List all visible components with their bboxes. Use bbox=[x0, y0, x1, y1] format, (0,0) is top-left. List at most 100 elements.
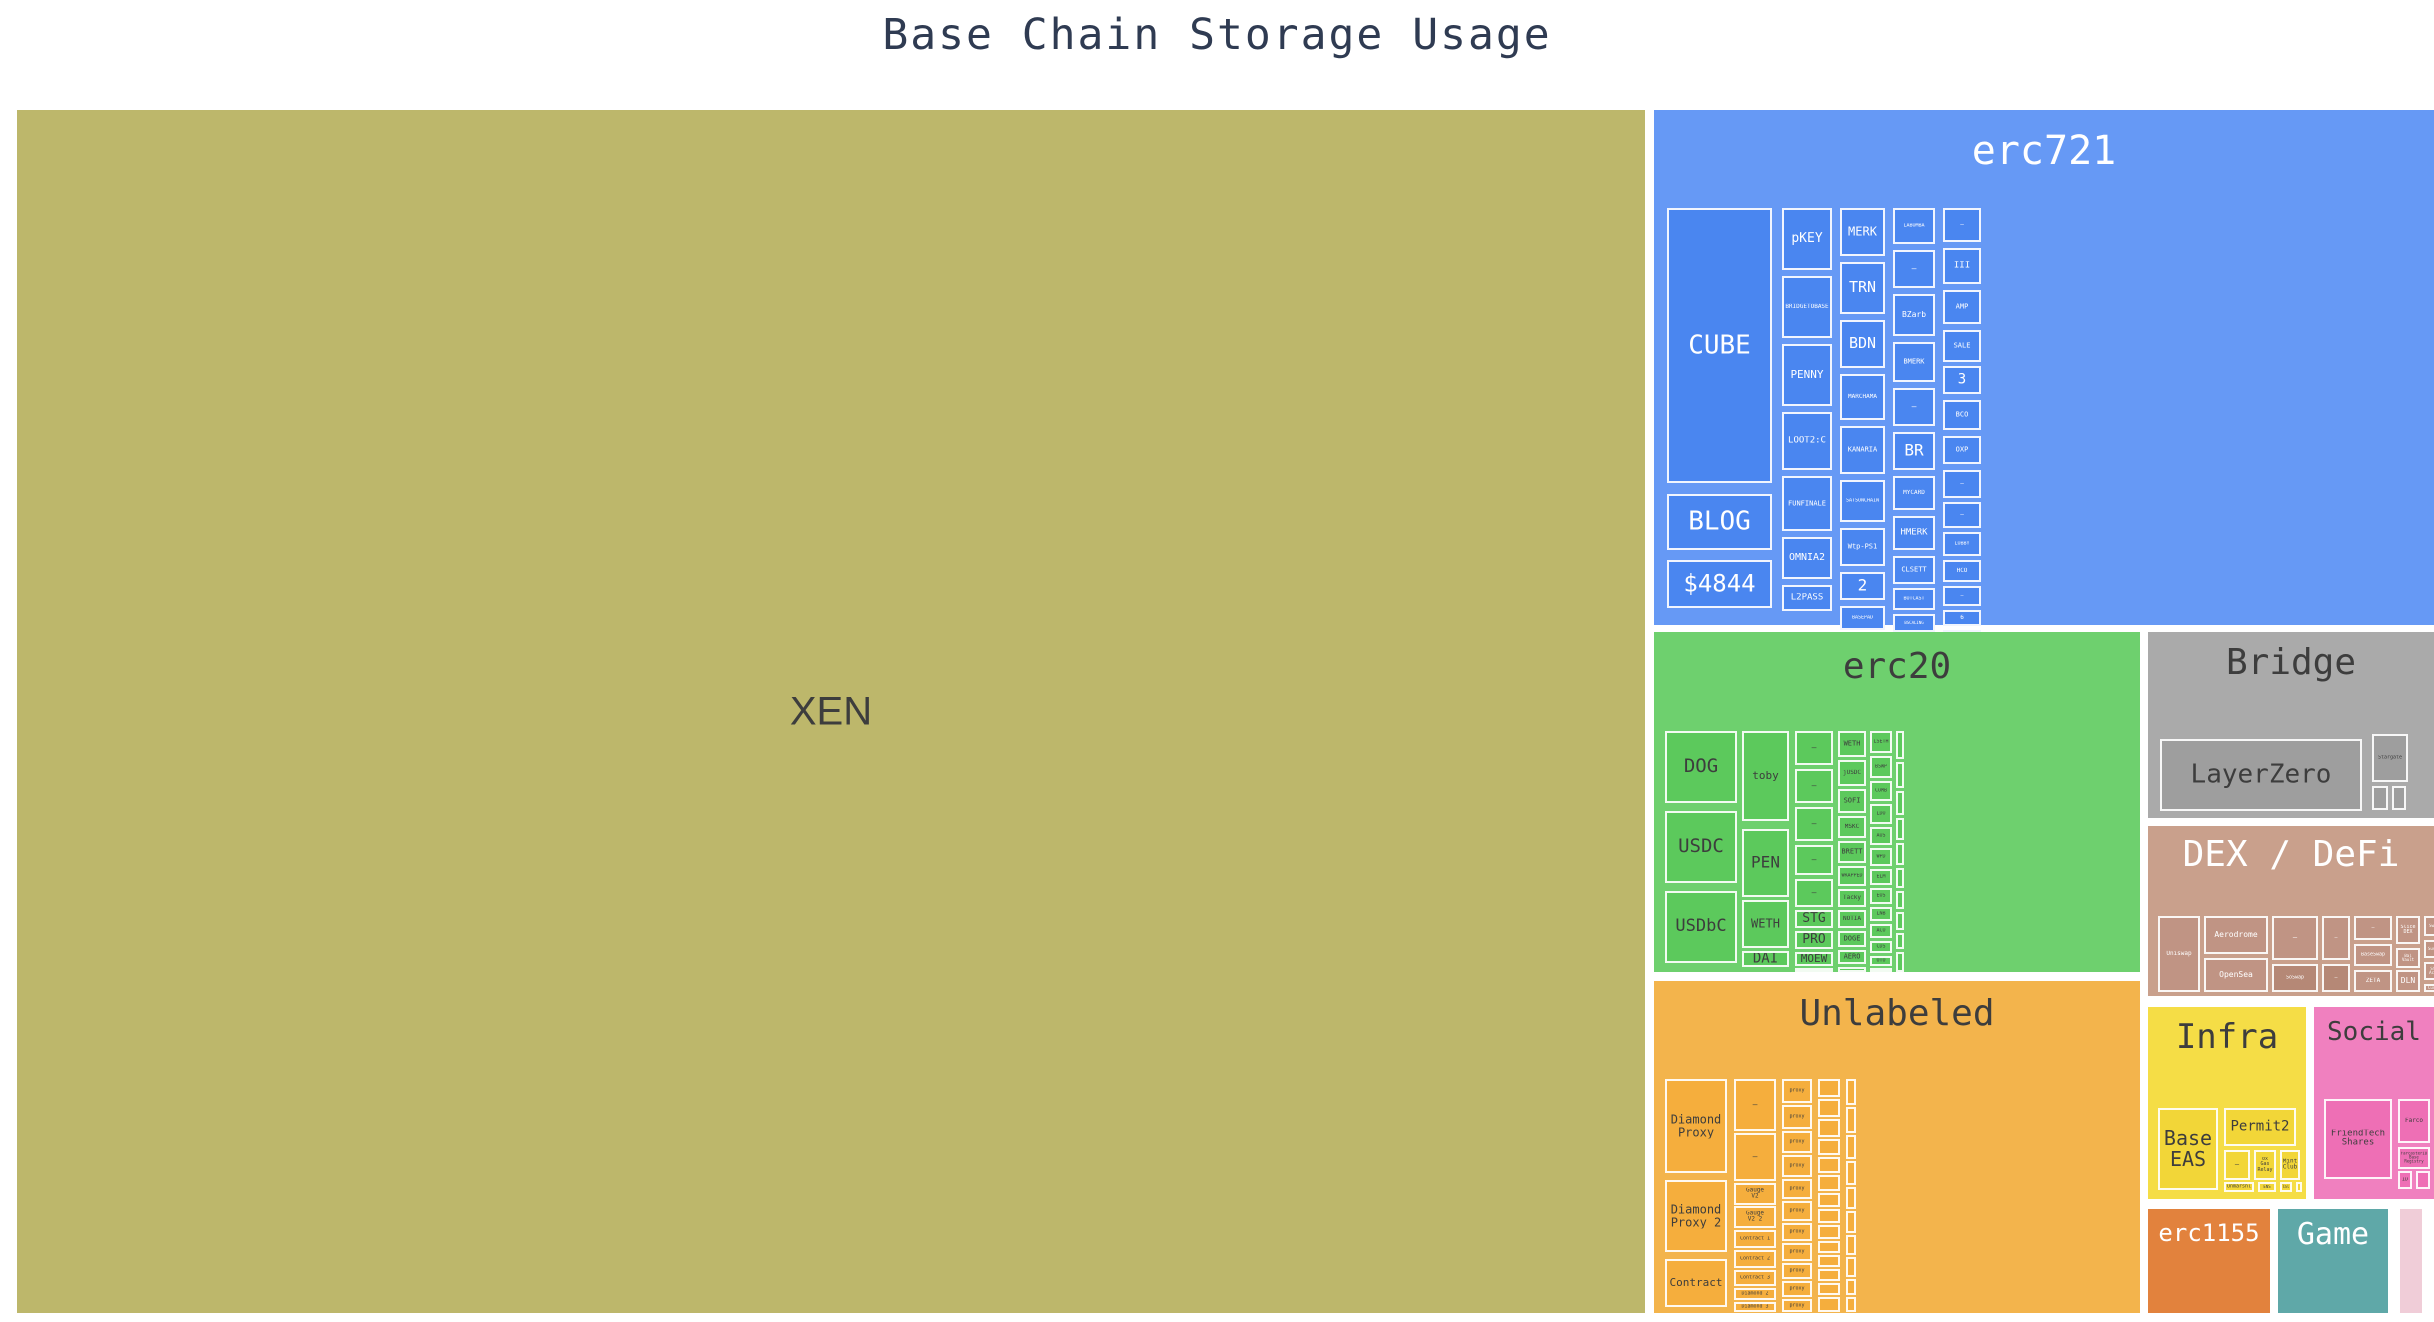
treemap-tile-erc721-block[interactable]: — bbox=[1943, 502, 1981, 528]
treemap-tile-unlabeled-proxy[interactable]: proxy bbox=[1782, 1243, 1812, 1261]
treemap-tile-infra-ens[interactable]: ENS bbox=[2258, 1182, 2276, 1192]
treemap-tile-erc20-sofi[interactable]: SOFI bbox=[1838, 789, 1866, 813]
treemap-tile-erc721-bdn[interactable]: BDN bbox=[1840, 320, 1885, 368]
treemap-tile-erc20-wpd[interactable]: WPD bbox=[1870, 848, 1892, 866]
treemap-tile-unlabeled-diamond-3[interactable]: Diamond 3 bbox=[1734, 1302, 1776, 1312]
treemap-tile-infra-unmarshl[interactable]: Unmarshl bbox=[2224, 1182, 2254, 1192]
treemap-tile-erc721-satsonchain[interactable]: SATSONCHAIN bbox=[1840, 480, 1885, 522]
treemap-tile-unlabeled-37[interactable] bbox=[1846, 1079, 1856, 1105]
treemap-tile-erc20-44[interactable] bbox=[1896, 843, 1904, 865]
treemap-group-erc1155[interactable]: erc1155 bbox=[2148, 1209, 2270, 1313]
treemap-tile-social-4[interactable] bbox=[2416, 1171, 2430, 1189]
treemap-tile-unlabeled-proxy[interactable]: proxy bbox=[1782, 1263, 1812, 1279]
treemap-tile-dex-defi-baseswap[interactable]: BaseSwap bbox=[2354, 944, 2392, 966]
treemap-tile-erc20-48[interactable] bbox=[1896, 933, 1904, 949]
treemap-tile-erc20-yomi[interactable] bbox=[1838, 967, 1866, 972]
treemap-tile-erc20-jusdc[interactable]: jUSDC bbox=[1838, 760, 1866, 786]
treemap-tile-unlabeled-diamond-proxy-2[interactable]: Diamond Proxy 2 bbox=[1665, 1180, 1727, 1252]
treemap-tile-unlabeled-25[interactable] bbox=[1818, 1119, 1840, 1137]
treemap-tile-dex-defi-block[interactable]: — bbox=[2272, 916, 2318, 960]
treemap-tile-erc721-omnia2[interactable]: OMNIA2 bbox=[1782, 537, 1832, 579]
treemap-tile-bridge-stargate[interactable]: Stargate bbox=[2372, 734, 2408, 782]
treemap-tile-unlabeled-28[interactable] bbox=[1818, 1175, 1840, 1191]
treemap-tile-unlabeled-contract-1[interactable]: Contract 1 bbox=[1734, 1230, 1776, 1248]
treemap-group-game[interactable]: Game bbox=[2278, 1209, 2388, 1313]
treemap-tile-erc20-mskc[interactable]: MSKC bbox=[1838, 816, 1866, 838]
treemap-tile-unlabeled-proxy[interactable]: proxy bbox=[1782, 1299, 1812, 1312]
treemap-tile-unlabeled-46[interactable] bbox=[1846, 1297, 1856, 1312]
treemap-tile-erc20-usdc[interactable]: USDC bbox=[1665, 811, 1737, 883]
treemap-tile-erc721-pkey[interactable]: pKEY bbox=[1782, 208, 1832, 270]
treemap-tile-bridge-3[interactable] bbox=[2392, 786, 2406, 810]
treemap-tile-dex-defi-opensea[interactable]: OpenSea bbox=[2204, 958, 2268, 992]
treemap-tile-erc20-45[interactable] bbox=[1896, 868, 1904, 888]
treemap-tile-erc20-moew[interactable]: MOEW bbox=[1795, 952, 1833, 966]
treemap-tile-erc20-pro[interactable]: PRO bbox=[1795, 931, 1833, 949]
treemap-tile-unlabeled-34[interactable] bbox=[1818, 1269, 1840, 1281]
treemap-tile-erc721-2[interactable]: 2 bbox=[1840, 572, 1885, 600]
treemap-tile-dex-defi-bal-vault[interactable]: Bal Vault bbox=[2396, 948, 2420, 968]
treemap-tile-erc20-stg[interactable]: STG bbox=[1795, 910, 1833, 928]
treemap-tile-unlabeled-23[interactable] bbox=[1818, 1079, 1840, 1097]
treemap-tile-social-id[interactable]: ID bbox=[2398, 1171, 2412, 1189]
treemap-tile-erc721-6[interactable]: 6 bbox=[1943, 610, 1981, 626]
treemap-tile-infra-permit2[interactable]: Permit2 bbox=[2224, 1108, 2296, 1146]
treemap-tile-unlabeled-32[interactable] bbox=[1818, 1241, 1840, 1253]
treemap-group-other[interactable] bbox=[2400, 1209, 2422, 1313]
treemap-tile-unlabeled-gauge-v2-2[interactable]: Gauge V2 2 bbox=[1734, 1206, 1776, 1228]
treemap-tile-erc721-block[interactable]: — bbox=[1943, 586, 1981, 606]
treemap-tile-dex-defi-zeta[interactable]: ZETA bbox=[2354, 970, 2392, 992]
treemap-tile-social-farcasterid-base-registry[interactable]: FarcasterID Base Registry bbox=[2398, 1147, 2430, 1169]
treemap-tile-unlabeled-block[interactable]: — bbox=[1734, 1133, 1776, 1181]
treemap-tile-unlabeled-35[interactable] bbox=[1818, 1283, 1840, 1295]
treemap-tile-bridge-layerzero[interactable]: LayerZero bbox=[2160, 739, 2362, 811]
treemap-tile-unlabeled-proxy[interactable]: proxy bbox=[1782, 1223, 1812, 1241]
treemap-tile-dex-defi-soswap[interactable]: SoSwap bbox=[2272, 964, 2318, 992]
treemap-tile-erc721-hmerk[interactable]: HMERK bbox=[1893, 516, 1935, 550]
treemap-tile-erc20-40[interactable] bbox=[1896, 731, 1904, 759]
treemap-tile-erc721-merk[interactable]: MERK bbox=[1840, 208, 1885, 256]
treemap-tile-erc721-wtp-ps1[interactable]: Wtp-PS1 bbox=[1840, 528, 1885, 566]
treemap-tile-erc721-bmerk[interactable]: BMERK bbox=[1893, 342, 1935, 382]
treemap-tile-unlabeled-36[interactable] bbox=[1818, 1297, 1840, 1312]
treemap-tile-erc20-pen[interactable]: PEN bbox=[1742, 829, 1789, 897]
treemap-tile-dex-defi-syn-acro[interactable]: SYN Acro bbox=[2424, 962, 2434, 980]
treemap-tile-erc721-blog[interactable]: BLOG bbox=[1667, 494, 1772, 550]
treemap-tile-erc20-notia[interactable]: NOTIA bbox=[1838, 910, 1866, 928]
treemap-tile-infra-block[interactable]: — bbox=[2224, 1150, 2250, 1180]
treemap-tile-erc721-clsett[interactable]: CLSETT bbox=[1893, 556, 1935, 584]
treemap-tile-erc721-lobby[interactable]: LOBBY bbox=[1943, 532, 1981, 556]
treemap-tile-unlabeled-gauge-v2[interactable]: Gauge V2 bbox=[1734, 1183, 1776, 1205]
treemap-tile-unlabeled-proxy[interactable]: proxy bbox=[1782, 1079, 1812, 1103]
treemap-tile-erc20-47[interactable] bbox=[1896, 912, 1904, 930]
treemap-tile-erc20-oto[interactable]: OTO bbox=[1870, 956, 1892, 966]
treemap-tile-bridge-2[interactable] bbox=[2372, 786, 2388, 810]
treemap-tile-erc721-block[interactable]: — bbox=[1893, 388, 1935, 426]
treemap-tile-infra-base-eas[interactable]: Base EAS bbox=[2158, 1108, 2218, 1190]
treemap-tile-erc20-block[interactable]: — bbox=[1795, 879, 1833, 907]
treemap-tile-erc20-doge[interactable]: DOGE bbox=[1838, 931, 1866, 947]
treemap-tile-erc20-tacky[interactable]: Tacky bbox=[1838, 889, 1866, 907]
treemap-tile-unlabeled-39[interactable] bbox=[1846, 1135, 1856, 1159]
treemap-group-xen[interactable]: XEN bbox=[17, 110, 1645, 1313]
treemap-tile-dex-defi-sushi[interactable]: Sushi bbox=[2424, 940, 2434, 958]
treemap-tile-erc721-oxp[interactable]: OXP bbox=[1943, 436, 1981, 464]
treemap-tile-dex-defi-swap[interactable]: Swap bbox=[2424, 916, 2434, 936]
treemap-tile-erc20-46[interactable] bbox=[1896, 891, 1904, 909]
treemap-tile-erc20-toby[interactable]: toby bbox=[1742, 731, 1789, 821]
treemap-tile-unlabeled-45[interactable] bbox=[1846, 1279, 1856, 1295]
treemap-tile-erc20-block[interactable]: — bbox=[1795, 731, 1833, 765]
treemap-tile-dex-defi-block[interactable]: — bbox=[2322, 916, 2350, 960]
treemap-tile-unlabeled-29[interactable] bbox=[1818, 1193, 1840, 1207]
treemap-tile-unlabeled-proxy[interactable]: proxy bbox=[1782, 1201, 1812, 1221]
treemap-tile-erc721-funfinale[interactable]: FUNFINALE bbox=[1782, 476, 1832, 531]
treemap-tile-erc721-iii[interactable]: III bbox=[1943, 248, 1981, 284]
treemap-tile-erc20-lseth[interactable]: LSETH bbox=[1870, 731, 1892, 753]
treemap-tile-erc20-aero[interactable]: AERO bbox=[1838, 950, 1866, 964]
treemap-tile-unlabeled-41[interactable] bbox=[1846, 1187, 1856, 1209]
treemap-tile-erc20-lnb[interactable]: LNB bbox=[1870, 907, 1892, 921]
treemap-tile-erc721-kanaria[interactable]: KANARIA bbox=[1840, 426, 1885, 474]
treemap-tile-unlabeled-proxy[interactable]: proxy bbox=[1782, 1155, 1812, 1177]
treemap-tile-erc20-aus[interactable]: AUS bbox=[1870, 827, 1892, 845]
treemap-tile-erc721-mycard[interactable]: MYCARD bbox=[1893, 476, 1935, 510]
